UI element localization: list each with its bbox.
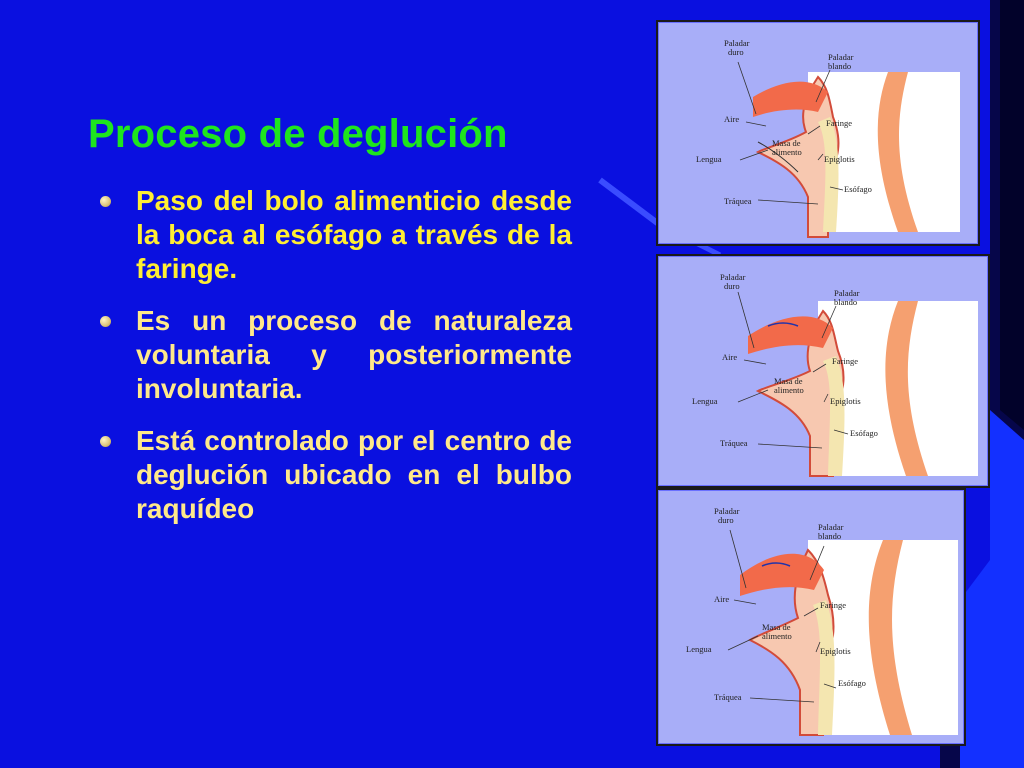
bullet-item: Es un proceso de naturaleza voluntaria y…	[96, 304, 572, 406]
label-esofago: Esófago	[844, 184, 872, 194]
bullet-icon	[100, 316, 111, 327]
label-lengua: Lengua	[692, 396, 718, 406]
label-masa-2: alimento	[774, 385, 804, 395]
label-masa-1: Masa de	[774, 376, 803, 386]
bullet-text: Está controlado por el centro de degluci…	[136, 425, 572, 524]
label-paladar-duro-1: Paladar	[714, 506, 740, 516]
swallowing-diagram-3: Paladar duro Paladar blando Aire Faringe…	[656, 488, 966, 746]
label-aire: Aire	[722, 352, 737, 362]
bullet-icon	[100, 436, 111, 447]
label-paladar-blando-2: blando	[834, 297, 857, 307]
label-masa-1: Masa de	[762, 622, 791, 632]
anatomy-illustration: Paladar duro Paladar blando Aire Faringe…	[686, 506, 958, 736]
label-paladar-blando-1: Paladar	[828, 52, 854, 62]
label-paladar-blando-2: blando	[828, 61, 851, 71]
label-aire: Aire	[724, 114, 739, 124]
label-paladar-blando-1: Paladar	[818, 522, 844, 532]
bullet-item: Está controlado por el centro de degluci…	[96, 424, 572, 526]
label-masa-2: alimento	[762, 631, 792, 641]
label-masa-2: alimento	[772, 147, 802, 157]
label-faringe: Faringe	[826, 118, 852, 128]
label-paladar-duro-2: duro	[718, 515, 734, 525]
swallowing-diagram-2: Paladar duro Paladar blando Aire Faringe…	[656, 254, 990, 488]
label-lengua: Lengua	[696, 154, 722, 164]
bullet-item: Paso del bolo alimenticio desde la boca …	[96, 184, 572, 286]
label-esofago: Esófago	[850, 428, 878, 438]
label-epiglotis: Epiglotis	[824, 154, 855, 164]
swallowing-diagram-1: Paladar duro Paladar blando Aire Faringe…	[656, 20, 980, 246]
label-lengua: Lengua	[686, 644, 712, 654]
anatomy-illustration: Paladar duro Paladar blando Aire Faringe…	[692, 272, 978, 477]
label-esofago: Esófago	[838, 678, 866, 688]
label-epiglotis: Epiglotis	[820, 646, 851, 656]
slide-title: Proceso de deglución	[88, 112, 508, 156]
label-masa-1: Masa de	[772, 138, 801, 148]
label-traquea: Tráquea	[714, 692, 742, 702]
label-paladar-blando-2: blando	[818, 531, 841, 541]
label-paladar-blando-1: Paladar	[834, 288, 860, 298]
label-traquea: Tráquea	[724, 196, 752, 206]
label-paladar-duro-2: duro	[728, 47, 744, 57]
label-traquea: Tráquea	[720, 438, 748, 448]
bullet-icon	[100, 196, 111, 207]
bullet-text: Es un proceso de naturaleza voluntaria y…	[136, 305, 572, 404]
label-faringe: Faringe	[832, 356, 858, 366]
label-paladar-duro-2: duro	[724, 281, 740, 291]
anatomy-illustration: Paladar duro Paladar blando Aire Faringe…	[696, 38, 960, 238]
bullet-list: Paso del bolo alimenticio desde la boca …	[96, 184, 572, 544]
bullet-text: Paso del bolo alimenticio desde la boca …	[136, 185, 572, 284]
label-epiglotis: Epiglotis	[830, 396, 861, 406]
label-faringe: Faringe	[820, 600, 846, 610]
label-paladar-duro-1: Paladar	[724, 38, 750, 48]
label-paladar-duro-1: Paladar	[720, 272, 746, 282]
label-aire: Aire	[714, 594, 729, 604]
